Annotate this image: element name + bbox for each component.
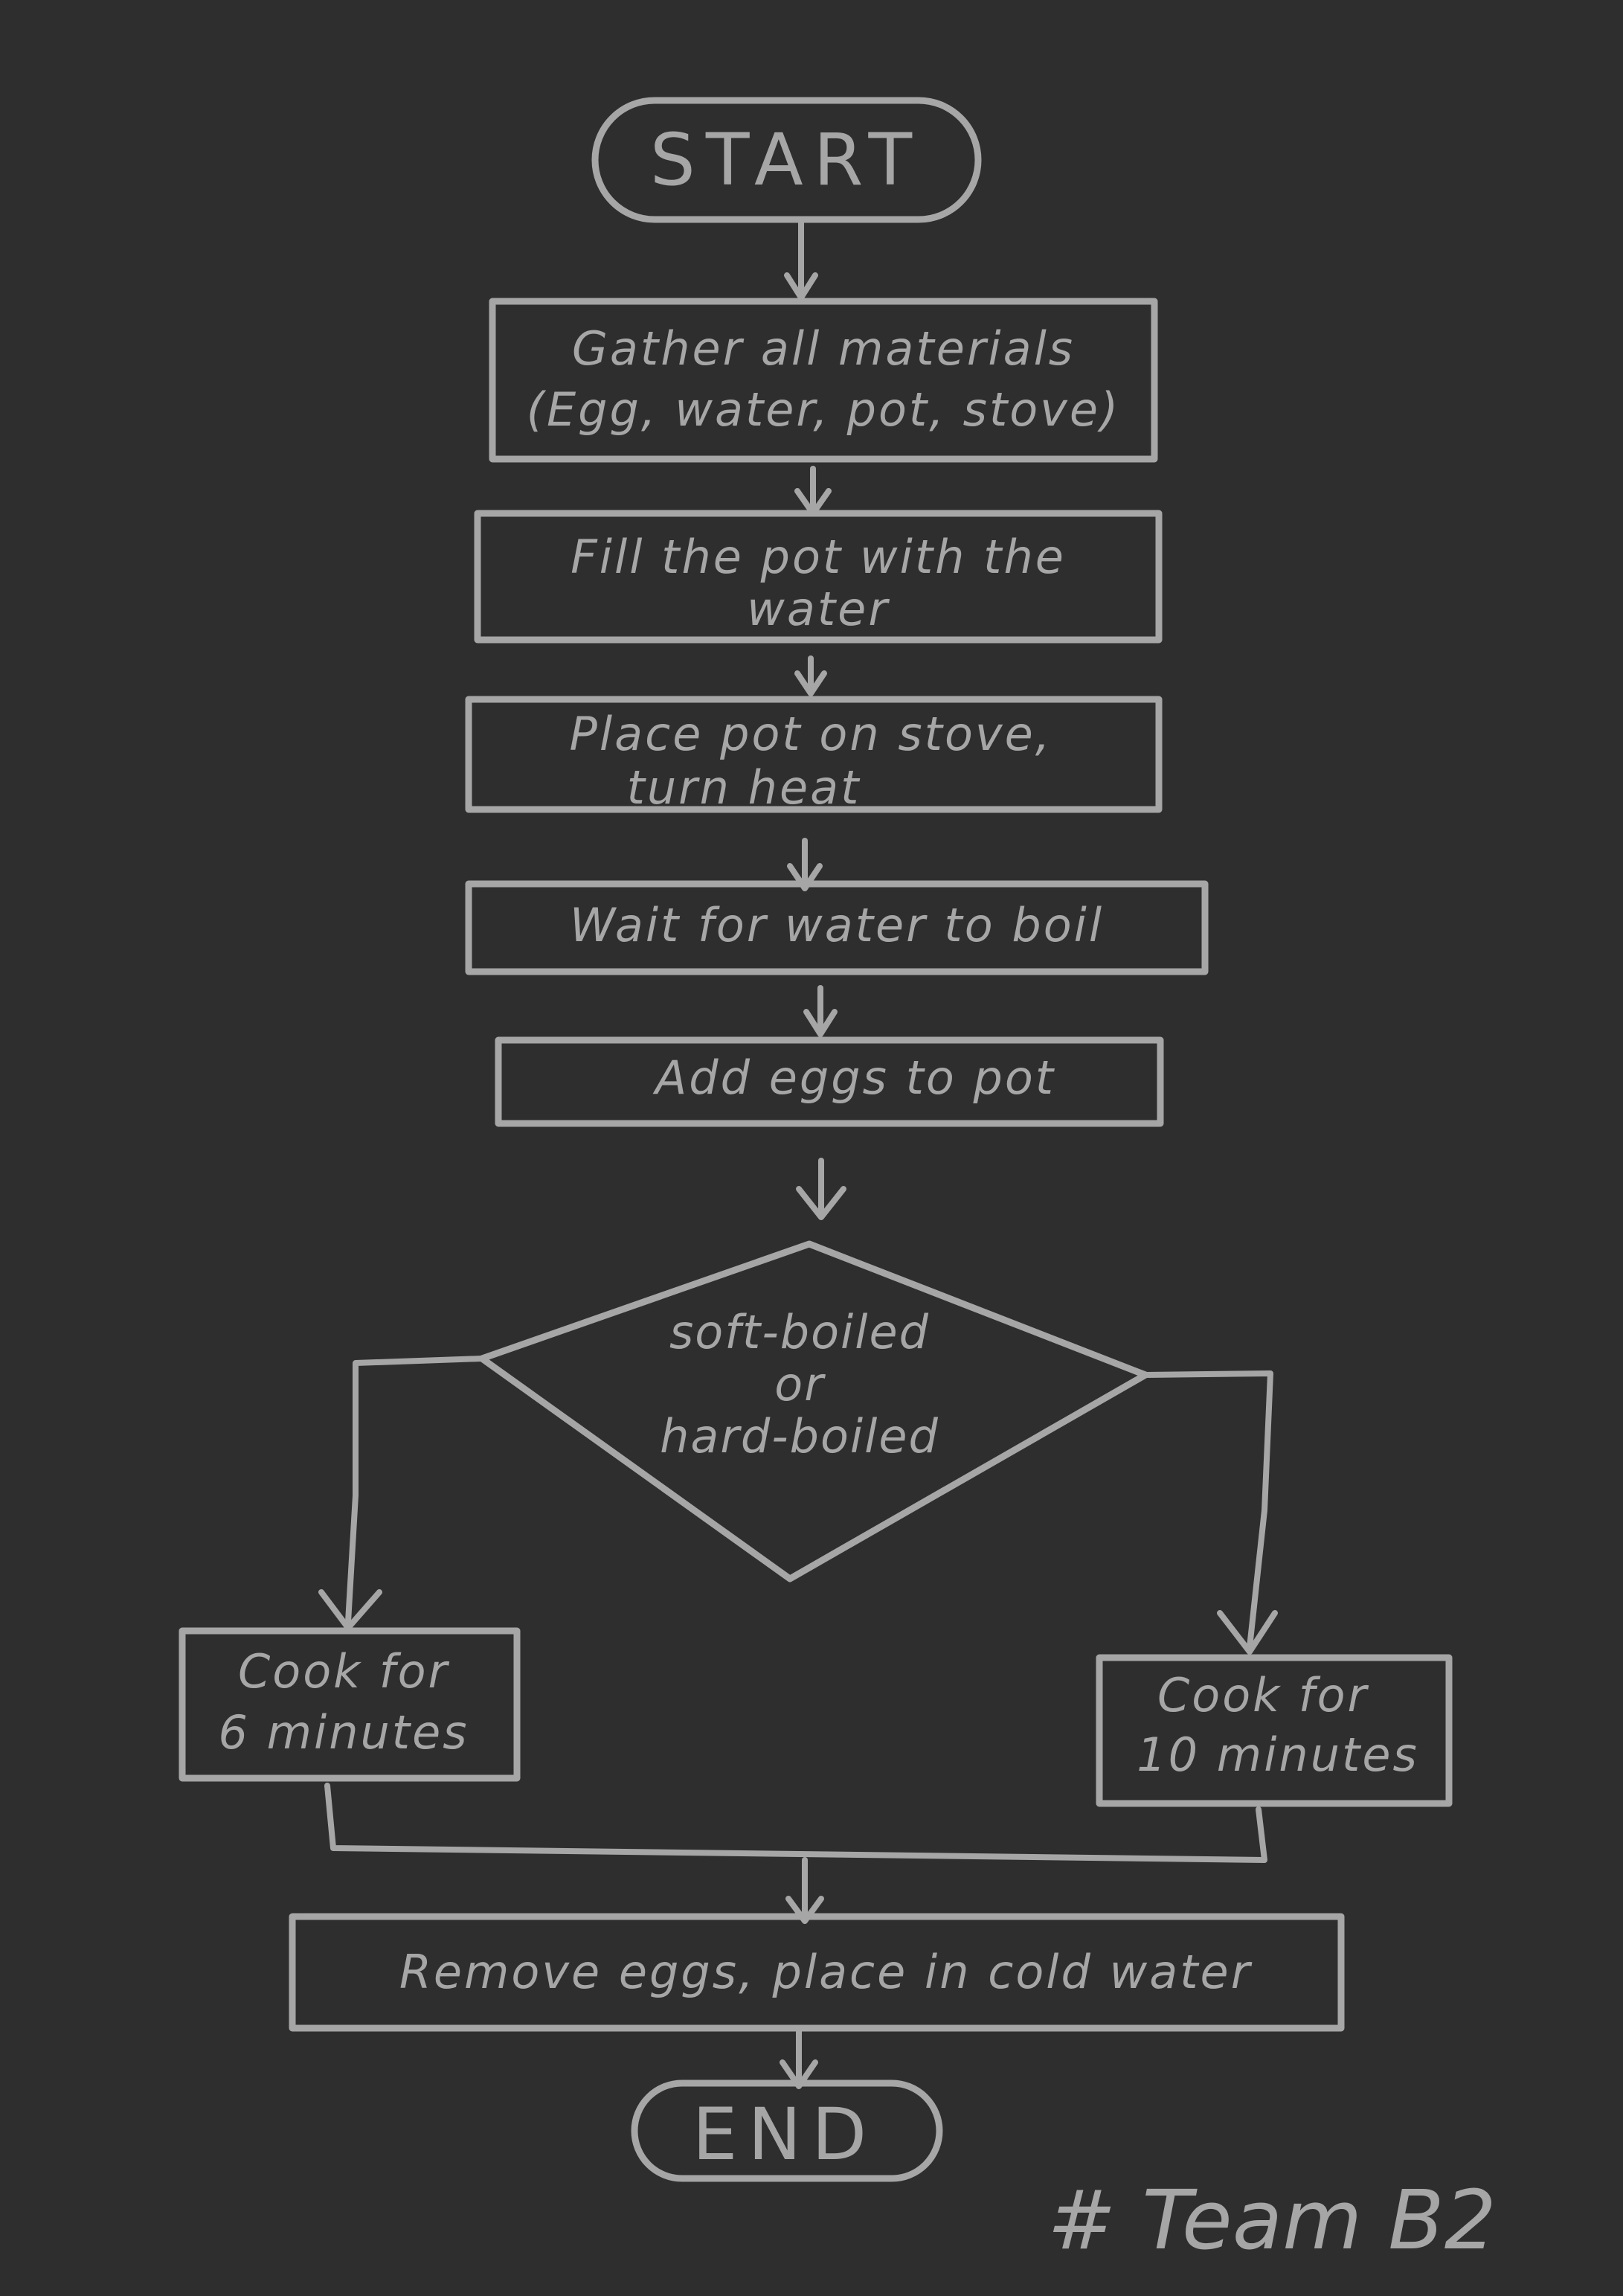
- decision-line1: soft-boiled: [669, 1305, 930, 1359]
- step-gather-materials-box: [489, 298, 1158, 463]
- connector-fill-to-place: [794, 655, 827, 696]
- start-label: START: [650, 118, 922, 202]
- connector-merge: [324, 1783, 1267, 1924]
- connector-add-to-decision: [796, 1158, 846, 1220]
- step-wait-boil-box: [465, 880, 1209, 975]
- decision-line3: hard-boiled: [660, 1409, 939, 1463]
- start-terminal: START: [591, 97, 982, 223]
- step-wait-boil: Wait for water to boil: [465, 880, 1209, 975]
- connector-gather-to-fill: [794, 466, 832, 516]
- branch-cook-6-line1: Cook for: [238, 1644, 450, 1699]
- branch-cook-6-box: [179, 1627, 521, 1782]
- connector-place-to-wait: [787, 838, 823, 891]
- decision-line2: or: [774, 1357, 826, 1411]
- step-remove-eggs-line1: Remove eggs, place in cold water: [399, 1945, 1253, 1999]
- end-terminal: END: [631, 2079, 943, 2182]
- connector-remove-to-end: [780, 2028, 818, 2089]
- connector-start-to-gather: [784, 217, 818, 301]
- connector-decision-to-right: [1142, 1370, 1278, 1655]
- step-place-pot-line2: turn heat: [627, 760, 861, 815]
- decision-diamond-shape: [478, 1240, 1149, 1582]
- step-place-pot: Place pot on stove, turn heat: [465, 696, 1163, 815]
- end-label: END: [692, 2093, 877, 2176]
- step-wait-boil-line1: Wait for water to boil: [570, 898, 1104, 952]
- end-terminal-shape: [631, 2079, 943, 2182]
- branch-cook-6-minutes: Cook for 6 minutes: [179, 1627, 521, 1782]
- step-gather-materials-line1: Gather all materials: [572, 321, 1075, 376]
- branch-cook-6-line2: 6 minutes: [218, 1705, 469, 1760]
- step-fill-pot-line1: Fill the pot with the: [571, 530, 1066, 584]
- step-add-eggs-box: [495, 1036, 1164, 1127]
- branch-cook-10-line2: 10 minutes: [1137, 1728, 1419, 1782]
- step-fill-pot: Fill the pot with the water: [474, 510, 1163, 644]
- step-fill-pot-line2: water: [747, 582, 890, 636]
- start-terminal-shape: [591, 97, 982, 223]
- step-add-eggs: Add eggs to pot: [495, 1036, 1164, 1127]
- branch-cook-10-box: [1096, 1654, 1453, 1807]
- step-place-pot-box: [465, 696, 1163, 813]
- connector-wait-to-add: [803, 985, 838, 1037]
- team-signature: # Team B2: [1047, 2172, 1496, 2268]
- step-add-eggs-line1: Add eggs to pot: [652, 1051, 1055, 1105]
- step-gather-materials-line2: (Egg, water, pot, stove): [527, 382, 1120, 437]
- step-remove-eggs: Remove eggs, place in cold water: [289, 1913, 1345, 2032]
- branch-cook-10-line1: Cook for: [1157, 1668, 1369, 1722]
- step-place-pot-line1: Place pot on stove,: [570, 707, 1052, 761]
- step-remove-eggs-box: [289, 1913, 1345, 2032]
- connector-decision-to-left: [318, 1356, 485, 1631]
- step-gather-materials: Gather all materials (Egg, water, pot, s…: [489, 298, 1158, 463]
- decision-boil-type: soft-boiled or hard-boiled: [478, 1240, 1149, 1582]
- step-fill-pot-box: [474, 510, 1163, 644]
- branch-cook-10-minutes: Cook for 10 minutes: [1096, 1654, 1453, 1807]
